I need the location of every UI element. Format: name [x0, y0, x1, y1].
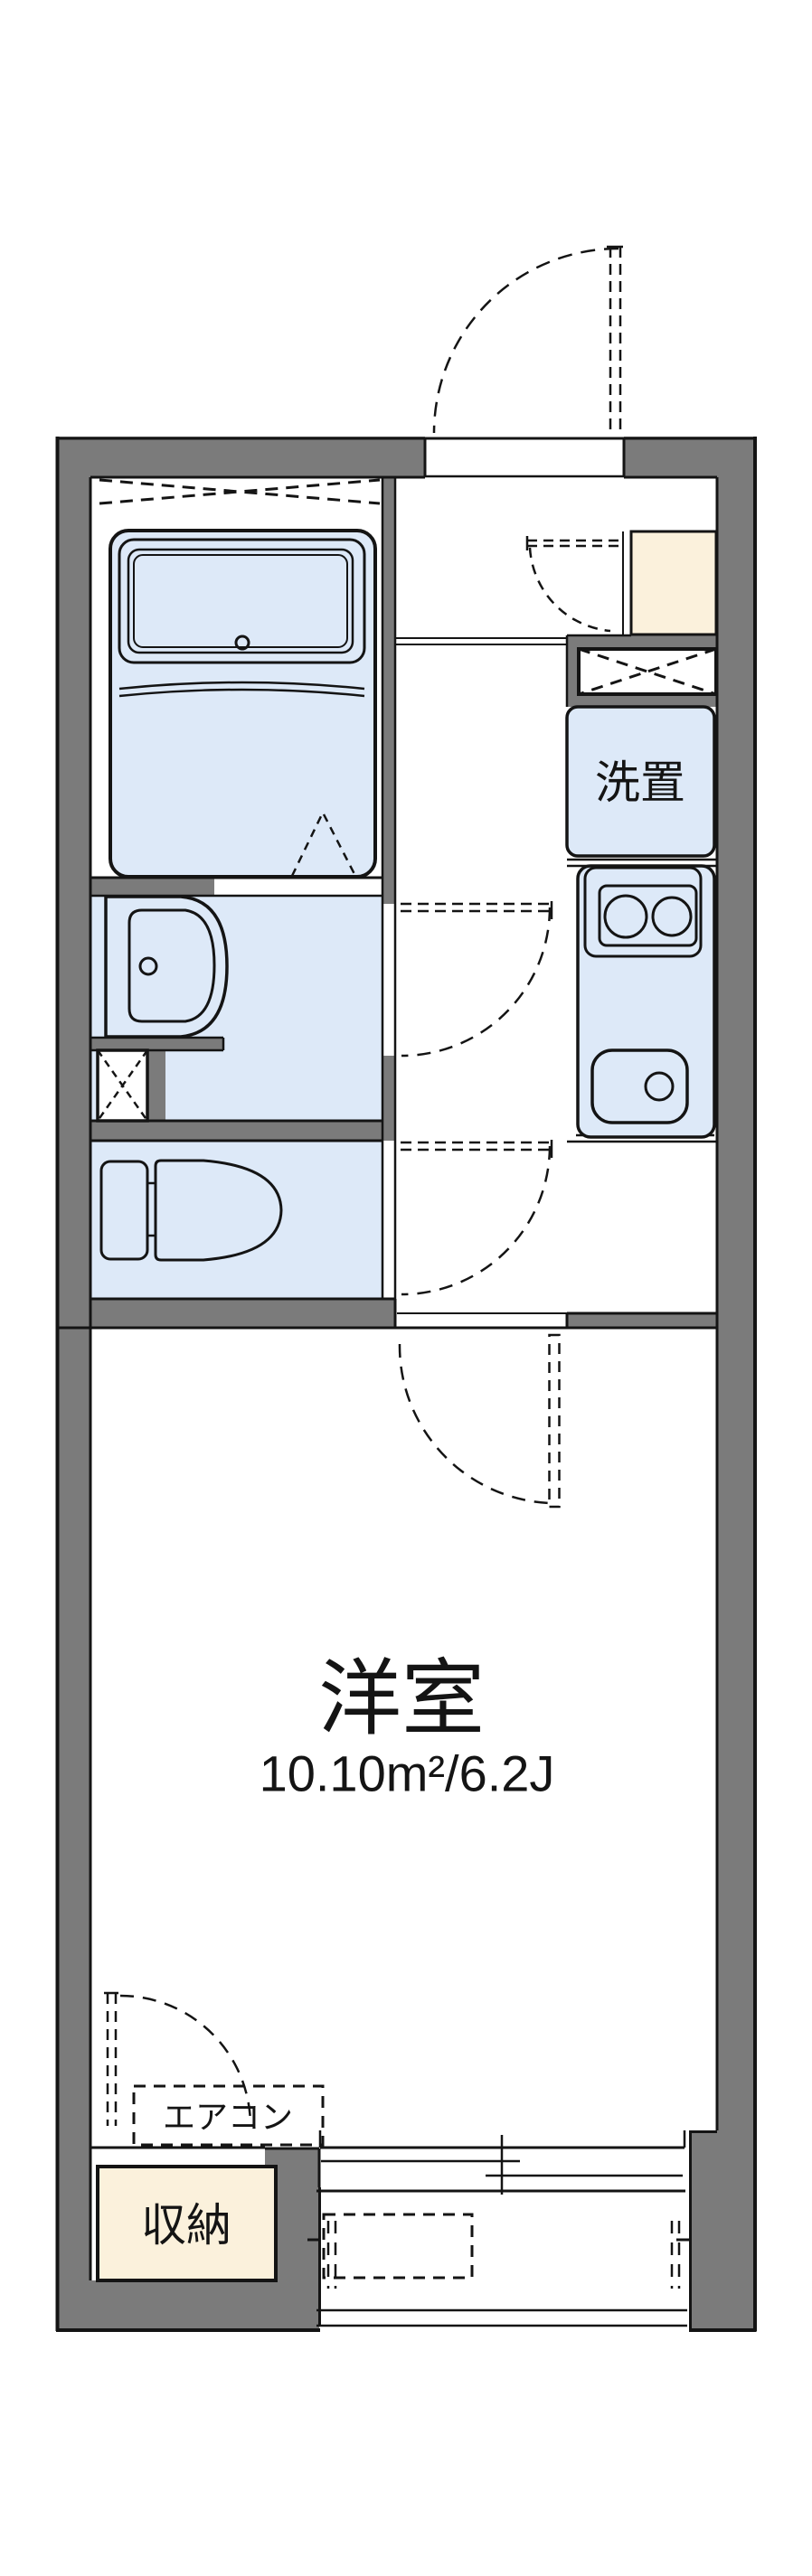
main-room: 洋室 10.10m²/6.2J エアコン: [104, 1333, 561, 2147]
bathtub-rim-outer: [118, 538, 366, 664]
room-door-leaf: [548, 1333, 561, 1509]
hanging-cupboard-x: [578, 647, 717, 696]
aircon-dashed-box: [132, 2084, 325, 2147]
wall-bath-bottom: [90, 878, 214, 897]
hall-door-lower-swing: [401, 1140, 553, 1296]
wall-ps-strip: [147, 1050, 165, 1121]
toilet-connectors: [147, 1181, 156, 1237]
washroom: [96, 895, 229, 1123]
main-window: [316, 2130, 686, 2195]
aircon-label: エアコン: [163, 2099, 293, 2136]
room-door-arc: [398, 1343, 551, 1505]
room-door-swing: [398, 1333, 561, 1509]
bathtub: [109, 529, 377, 879]
sink-drain: [644, 1071, 675, 1102]
wall-corridor-stub: [382, 879, 395, 904]
entrance-door-leaf: [609, 247, 622, 436]
entrance-door-arc: [432, 247, 619, 434]
wall-washroom-toilet: [90, 1121, 382, 1141]
bathtub-apron-lines: [118, 681, 365, 698]
bath-folding-door: [290, 810, 357, 877]
closet-block-edge: [265, 2147, 321, 2187]
washer-space-label: 洗置: [595, 757, 685, 808]
kitchen: 洗置: [565, 647, 718, 1139]
closet-door-leaf: [106, 1993, 118, 2126]
room-label: 洋室: [318, 1653, 485, 1745]
burner-right: [651, 896, 693, 937]
closet-door-arc: [119, 1994, 252, 2127]
shoe-cabinet-box: [629, 530, 718, 636]
toilet-bowl: [154, 1159, 283, 1262]
bathtub-rim-mid: [127, 548, 354, 654]
wall-left: [56, 437, 90, 2332]
closet-box: [96, 2165, 278, 2282]
balcony-bottom-lines: [316, 2308, 687, 2327]
balcony-dashed-box: [322, 2213, 474, 2280]
stove-plate: [598, 884, 698, 947]
wall-corridor-mid: [382, 1056, 395, 1141]
shoe-cabinet-door-arc: [528, 547, 611, 633]
wall-room-top-right: [567, 1313, 717, 1328]
balcony: [307, 2187, 689, 2327]
entrance-door-swing: [432, 245, 623, 436]
pipe-space: [96, 1048, 149, 1123]
toilet-tank: [99, 1160, 149, 1261]
washer-space-box: [565, 705, 716, 858]
hall-door-upper-swing: [401, 901, 553, 1058]
vanity-basin: [127, 908, 216, 1023]
stove-box: [583, 866, 703, 958]
wall-room-top-left: [56, 1299, 395, 1328]
wall-right: [717, 437, 757, 2130]
hall-door-upper-arc: [401, 907, 552, 1058]
outlines: [55, 437, 757, 2332]
shoe-cabinet-door-leaf: [527, 539, 619, 548]
balcony-pole-marks: [326, 2221, 681, 2289]
wall-right-pier: [689, 2130, 757, 2332]
vanity-unit: [104, 895, 229, 1039]
wall-bath-hall: [382, 476, 395, 879]
bathtub-drain: [234, 635, 250, 651]
room-area-label: 10.10m²/6.2J: [260, 1745, 555, 1802]
hanging-cupboard: [577, 647, 718, 696]
shoe-cabinet: [525, 530, 718, 636]
hall-door-lower-arc: [401, 1145, 552, 1296]
closet: 収納: [96, 2165, 278, 2282]
burner-left: [603, 894, 648, 939]
wall-vanity-band: [90, 1038, 223, 1050]
sink: [590, 1048, 689, 1124]
wall-closet-bottom: [90, 2280, 276, 2332]
hall-door-upper-leaf: [401, 902, 550, 913]
washer-space: 洗置: [565, 705, 716, 858]
bath-vent-x: [99, 478, 381, 505]
aircon-box: エアコン: [132, 2084, 325, 2147]
bathtub-rim-inner: [133, 554, 348, 648]
toilet: [99, 1159, 283, 1262]
room-top-wall-lines: [56, 1297, 717, 1330]
bathtub-surround: [109, 529, 377, 879]
pipe-space-x: [96, 1049, 149, 1122]
vanity-faucet: [138, 956, 158, 976]
kitchen-counter: [576, 864, 716, 1139]
niche-edges: [565, 634, 631, 707]
hall-door-lower-leaf: [401, 1141, 550, 1152]
bathroom: [99, 478, 381, 879]
closet-label: 収納: [141, 2200, 231, 2251]
entry-step-lines: [395, 637, 567, 645]
wall-top-left: [56, 437, 425, 477]
closet-door-swing: [104, 1991, 252, 2127]
